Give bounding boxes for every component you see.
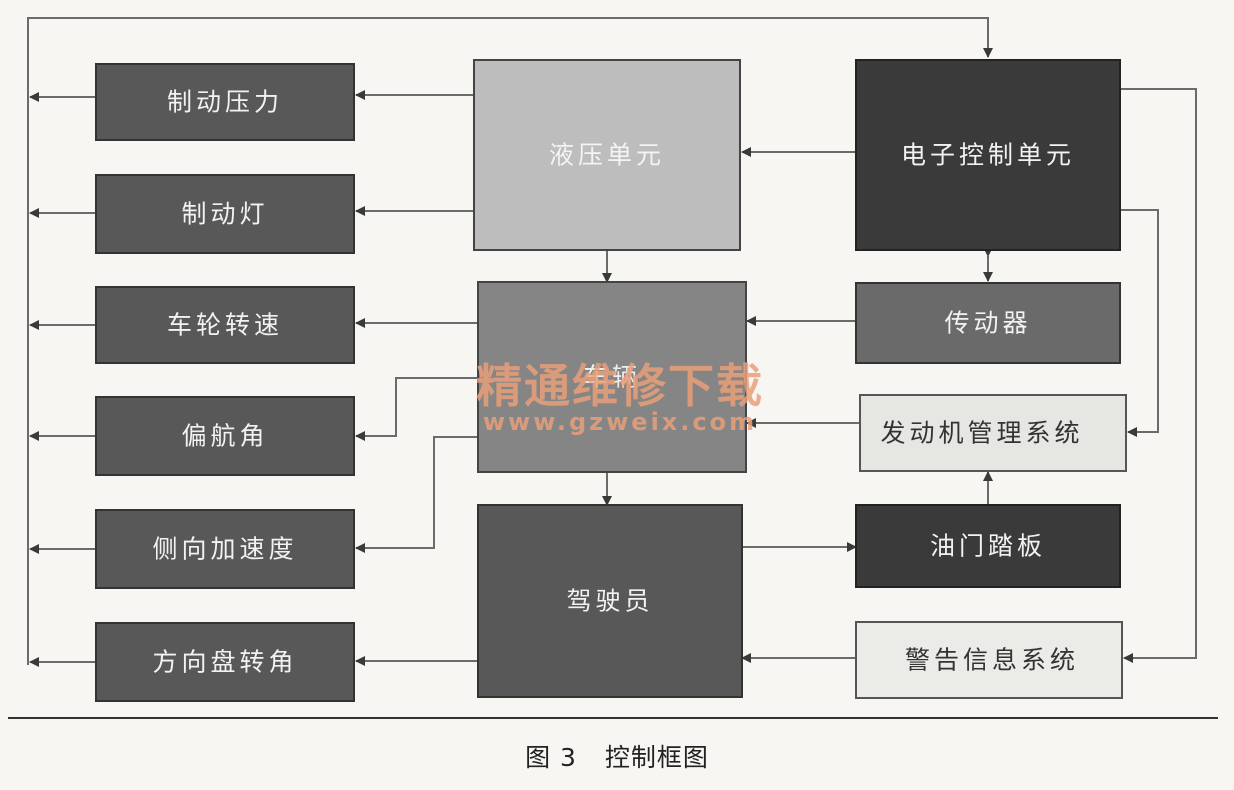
label-throttle-pedal: 油门踏板 <box>930 532 1046 561</box>
box-hydraulic-unit: 液压单元 <box>473 59 741 251</box>
output-boxes: 制动压力 制动灯 车轮转速 偏航角 侧向加速度 方向盘转角 <box>95 63 355 702</box>
connectors <box>27 17 1197 667</box>
label-warning-system: 警告信息系统 <box>905 646 1079 675</box>
label-yaw-angle: 偏航角 <box>181 422 268 451</box>
arrow-ecu-to-warning <box>1120 88 1197 663</box>
box-actuator: 传动器 <box>855 282 1121 364</box>
label-steering-angle: 方向盘转角 <box>152 648 297 677</box>
figure-number: 图 3 <box>525 743 577 772</box>
arrow-vehicle-to-lateral <box>355 436 478 553</box>
feedback-line-top <box>27 17 993 665</box>
figure-caption: 图 3 控制框图 <box>0 738 1234 774</box>
box-yaw-angle: 偏航角 <box>95 396 355 476</box>
box-wheel-speed: 车轮转速 <box>95 286 355 364</box>
label-driver: 驾驶员 <box>566 587 653 616</box>
box-brake-pressure: 制动压力 <box>95 63 355 141</box>
label-wheel-speed: 车轮转速 <box>167 311 283 340</box>
box-warning-system: 警告信息系统 <box>855 621 1123 699</box>
box-engine-management: 发动机管理系统 <box>859 394 1127 472</box>
box-driver: 驾驶员 <box>477 504 743 698</box>
label-hydraulic-unit: 液压单元 <box>549 141 665 170</box>
label-vehicle: 车辆 <box>583 363 641 392</box>
arrow-vehicle-to-yaw <box>355 377 478 441</box>
figure-title: 控制框图 <box>604 743 709 772</box>
box-lateral-acceleration: 侧向加速度 <box>95 509 355 589</box>
label-engine-management: 发动机管理系统 <box>880 419 1083 448</box>
box-throttle-pedal: 油门踏板 <box>855 504 1121 588</box>
box-brake-light: 制动灯 <box>95 174 355 254</box>
arrow-ecu-to-engine <box>1120 209 1159 437</box>
label-brake-light: 制动灯 <box>181 200 268 229</box>
label-actuator: 传动器 <box>944 309 1031 338</box>
label-brake-pressure: 制动压力 <box>167 88 283 117</box>
label-ecu: 电子控制单元 <box>901 141 1075 170</box>
box-steering-angle: 方向盘转角 <box>95 622 355 702</box>
label-lateral-acceleration: 侧向加速度 <box>152 535 297 564</box>
box-ecu: 电子控制单元 <box>855 59 1121 251</box>
box-vehicle: 车辆 <box>477 281 747 473</box>
